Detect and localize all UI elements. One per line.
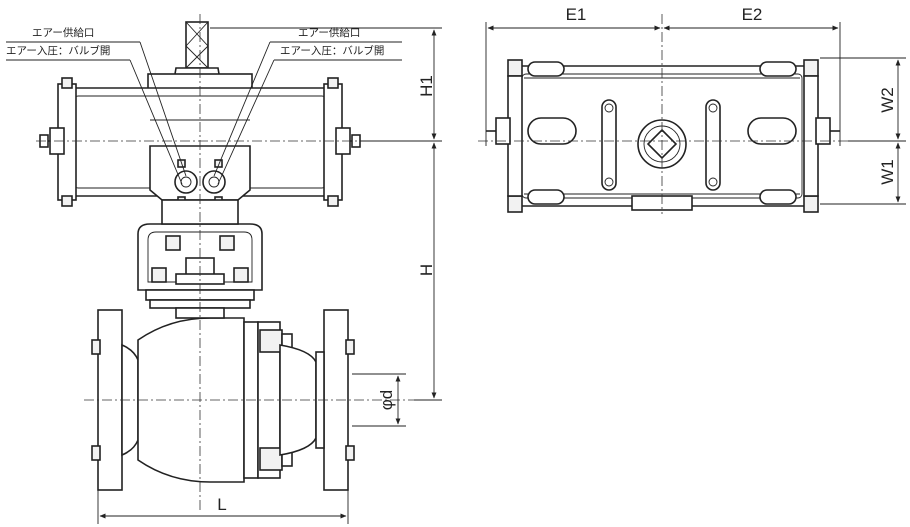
dimension-w2: W2 <box>878 87 897 113</box>
dimension-h1: H1 <box>417 75 436 97</box>
right-air-pressure-label: エアー入圧：バルブ開 <box>280 44 384 57</box>
top-dimensions: E1 E2 W2 W1 <box>485 5 906 205</box>
dimension-e1: E1 <box>566 5 587 24</box>
dimension-l: L <box>217 495 226 514</box>
center-lines <box>36 14 414 510</box>
valve-body <box>91 307 355 491</box>
front-dimensions: H1 H φd L <box>97 27 442 524</box>
dimension-h: H <box>417 264 436 276</box>
dimension-e2: E2 <box>742 5 763 24</box>
dimension-w1: W1 <box>878 159 897 185</box>
air-supply-notes: エアー供給口 エアー入圧：バルブ開 エアー供給口 エアー入圧：バルブ開 <box>6 26 402 185</box>
left-air-pressure-label: エアー入圧：バルブ開 <box>6 44 110 57</box>
top-view: E1 E2 W2 W1 <box>478 5 906 214</box>
left-air-supply-label: エアー供給口 <box>32 26 94 39</box>
front-view: エアー供給口 エアー入圧：バルブ開 エアー供給口 エアー入圧：バルブ開 H1 H <box>6 14 442 524</box>
dimension-phi-d: φd <box>377 390 396 410</box>
right-air-supply-label: エアー供給口 <box>298 26 360 39</box>
